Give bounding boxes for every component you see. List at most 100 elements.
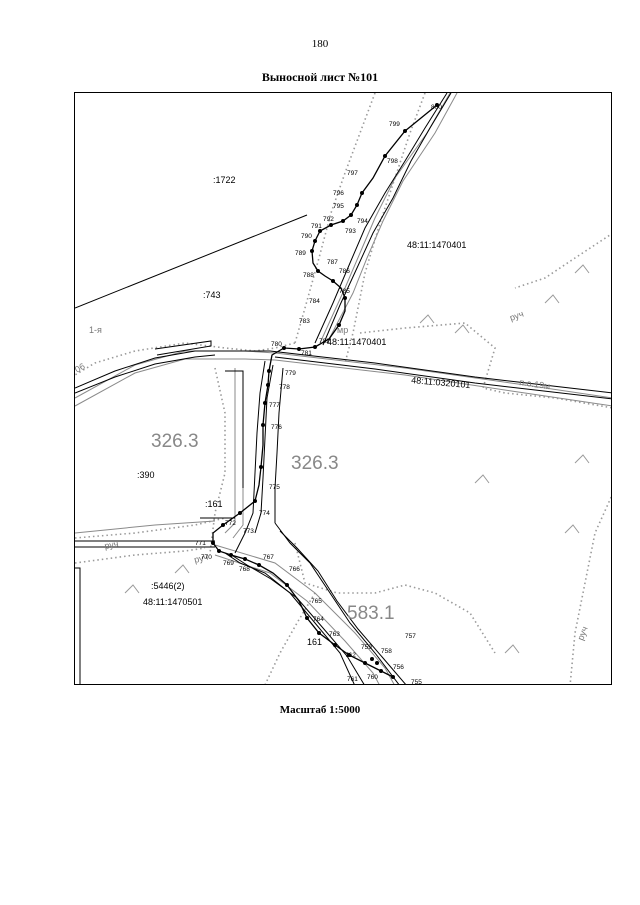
- vertex-765: [305, 616, 309, 620]
- vertex-792: [318, 229, 322, 233]
- point-789-label: 789: [295, 250, 306, 257]
- road-line: [75, 354, 216, 394]
- vertex-790: [310, 249, 314, 253]
- point-770-label: 770: [201, 554, 212, 561]
- point-776-label: 776: [271, 424, 282, 431]
- point-785-label: 785: [339, 288, 350, 295]
- terrain-symbol: [474, 474, 490, 484]
- quarter-0320101-label: 48:11:0320101: [411, 375, 471, 390]
- quarter-1470501-label: 48:11:1470501: [143, 597, 202, 607]
- terrain-symbols: [124, 264, 590, 654]
- dotted-boundary: [359, 322, 611, 409]
- vertex-791: [313, 239, 317, 243]
- point-766-label: 766: [289, 566, 300, 573]
- vertex-762: [347, 653, 351, 657]
- point-757-label: 757: [405, 633, 416, 640]
- contour-583-1: 583.1: [347, 603, 395, 624]
- vertex-756: [391, 675, 395, 679]
- terrain-symbol: [574, 264, 590, 274]
- parcel-5446-label: :5446(2): [151, 581, 185, 591]
- vertex-780: [282, 346, 286, 350]
- point-756-label: 756: [393, 664, 404, 671]
- vertex-776: [261, 423, 265, 427]
- stream-bank: [254, 364, 274, 534]
- point-760-label: 760: [367, 674, 378, 681]
- cadastral-map: :1722 :743 :390 :161 161 :5446(2) 48:11:…: [75, 93, 611, 685]
- point-793-label: 793: [345, 228, 356, 235]
- vertex-778: [266, 383, 270, 387]
- vertex-758: [375, 661, 379, 665]
- vertex-761: [363, 661, 367, 665]
- label-mr: мр: [337, 325, 348, 335]
- point-768-label: 768: [239, 566, 250, 573]
- stream-label-3: руч: [575, 625, 589, 642]
- point-798-label: 798: [387, 158, 398, 165]
- vertex-775: [259, 465, 263, 469]
- point-787-label: 787: [327, 259, 338, 266]
- point-767-label: 767: [263, 554, 274, 561]
- quarter-1470401b-label: 48:11:1470401: [327, 337, 386, 347]
- terrain-symbol: [124, 584, 140, 594]
- dotted-boundary: [294, 93, 376, 344]
- quarter-1470401-label: 48:11:1470401: [407, 240, 466, 250]
- point-774-label: 774: [259, 510, 270, 517]
- road-line: [269, 350, 611, 394]
- point-764-label: 764: [313, 616, 324, 623]
- point-772-label: 772: [225, 520, 236, 527]
- stream-label-4: руч: [193, 552, 210, 565]
- vertex-770: [217, 549, 221, 553]
- dotted-boundary: [75, 342, 296, 376]
- point-761-label: 761: [347, 676, 358, 683]
- road-line: [274, 356, 611, 400]
- terrain-symbol: [419, 314, 435, 324]
- parcel-labels: :1722 :743 :390 :161 161 :5446(2) 48:11:…: [137, 175, 471, 647]
- point-794-label: 794: [357, 218, 368, 225]
- point-769-label: 769: [223, 560, 234, 567]
- vertex-759: [370, 657, 374, 661]
- stream-bank: [322, 93, 452, 346]
- point-797-label: 797: [347, 170, 358, 177]
- vertex-763: [333, 643, 337, 647]
- point-780-label: 780: [271, 341, 282, 348]
- street-1ya-label: 1-я: [89, 325, 102, 335]
- dotted-boundary: [344, 93, 426, 364]
- point-labels: 800 799 798 797 796 795 794 793 792 791 …: [195, 104, 442, 685]
- vertex-787: [331, 279, 335, 283]
- label-06: 06: [75, 361, 87, 375]
- vertex-760: [379, 669, 383, 673]
- terrain-symbol: [574, 454, 590, 464]
- parcel-390-label: :390: [137, 470, 155, 480]
- vertex-793: [329, 223, 333, 227]
- point-786-label: 786: [339, 268, 350, 275]
- point-800-label: 800: [431, 104, 442, 111]
- stream-bank: [274, 367, 284, 523]
- vertex-769: [229, 553, 233, 557]
- dotted-boundary: [514, 233, 611, 289]
- road-edge: [75, 520, 216, 534]
- point-755-label: 755: [411, 679, 422, 685]
- point-783-label: 783: [299, 318, 310, 325]
- vertex-773: [238, 511, 242, 515]
- contour-326-3-right: 326.3: [291, 453, 339, 474]
- vertex-777: [263, 401, 267, 405]
- point-778-label: 778: [279, 384, 290, 391]
- dotted-boundary: [569, 495, 611, 684]
- point-773-label: 773: [243, 528, 254, 535]
- dotted-boundary: [294, 542, 496, 654]
- map-frame: :1722 :743 :390 :161 161 :5446(2) 48:11:…: [74, 92, 612, 685]
- sheet-title: Выносной лист №101: [261, 70, 379, 84]
- vertex-772: [221, 523, 225, 527]
- point-777-label: 777: [269, 402, 280, 409]
- parcel-161-label: :161: [205, 499, 223, 509]
- vertex-794: [341, 219, 345, 223]
- stream-label-1: руч: [508, 309, 525, 323]
- point-758-label: 758: [381, 648, 392, 655]
- stream-bank: [234, 360, 266, 554]
- parcel-743-label: :743: [203, 290, 221, 300]
- point-763-label: 763: [329, 631, 340, 638]
- point-795-label: 795: [333, 203, 344, 210]
- dotted-boundary: [75, 517, 226, 539]
- road-line: [225, 370, 244, 488]
- vertex-798: [383, 154, 387, 158]
- scale-caption: Масштаб 1:5000: [279, 704, 361, 716]
